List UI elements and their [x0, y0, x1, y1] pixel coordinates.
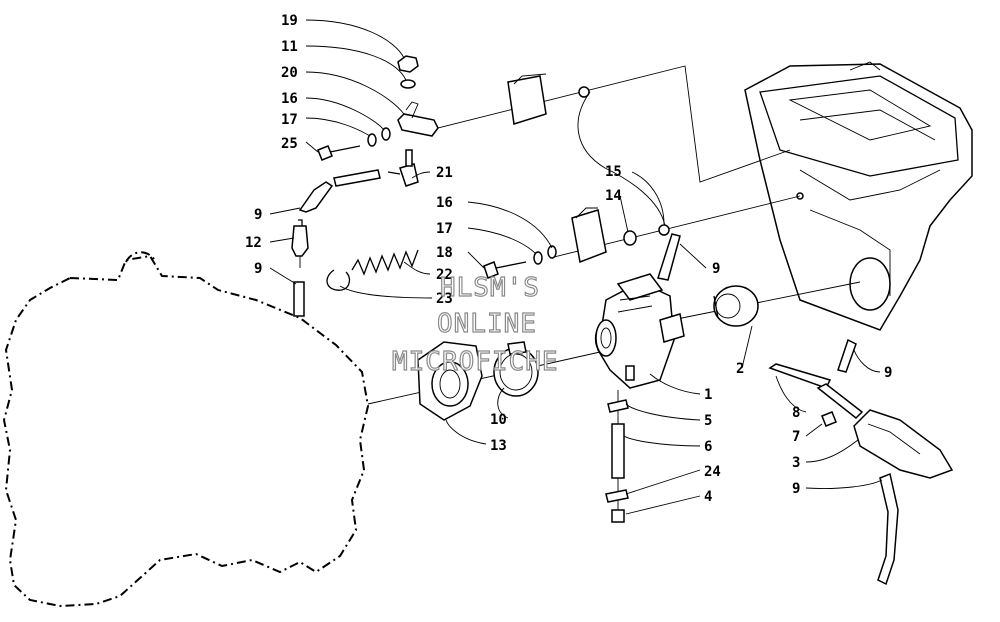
- callout-7: 7: [792, 429, 800, 445]
- watermark-line-3: MICROFICHE: [392, 347, 559, 377]
- callout-25: 25: [281, 136, 298, 152]
- callout-2: 2: [736, 361, 744, 377]
- mount-blocks: [483, 73, 670, 279]
- callout-10: 10: [490, 412, 507, 428]
- callout-17: 17: [281, 112, 298, 128]
- callout-12: 12: [245, 235, 262, 251]
- callout-9-right-top: 9: [884, 365, 892, 381]
- watermark-line-2: ONLINE: [437, 309, 537, 339]
- callout-21: 21: [436, 165, 453, 181]
- watermark: HLSM'S ONLINE MICROFICHE: [391, 272, 559, 377]
- callout-20: 20: [281, 65, 298, 81]
- callout-22: 22: [436, 267, 453, 283]
- callout-18: 18: [436, 245, 453, 261]
- callout-9-carb-hose: 9: [712, 261, 720, 277]
- callout-8: 8: [792, 405, 800, 421]
- callout-9-right-bottom: 9: [792, 481, 800, 497]
- watermark-line-1: HLSM'S: [440, 273, 540, 303]
- callout-13: 13: [490, 438, 507, 454]
- callout-4: 4: [704, 489, 712, 505]
- vacuum-cap: [713, 285, 759, 327]
- callout-6: 6: [704, 439, 712, 455]
- engine-outline: [2, 251, 370, 608]
- airbox: [744, 61, 973, 331]
- callout-23: 23: [436, 291, 453, 307]
- callout-5: 5: [704, 413, 712, 429]
- callout-24: 24: [704, 464, 721, 480]
- silencer-parts: [768, 338, 954, 586]
- hose-clamp: [493, 341, 539, 397]
- callout-15: 15: [605, 164, 622, 180]
- callout-16b: 16: [436, 195, 453, 211]
- callout-11: 11: [281, 39, 298, 55]
- callout-labels: 19 11 20 16 17 25 21 9 12 9 15 14 16 17 …: [245, 13, 892, 505]
- callout-14: 14: [605, 188, 622, 204]
- callout-19: 19: [281, 13, 298, 29]
- carburetor: [594, 233, 685, 389]
- fuel-valve-assembly: [291, 55, 439, 317]
- callout-1: 1: [704, 387, 712, 403]
- leader-lines: [269, 19, 883, 515]
- drain-tube: [605, 399, 629, 523]
- callout-9-hose-top: 9: [254, 207, 262, 223]
- callout-17b: 17: [436, 221, 453, 237]
- intake-flange: [417, 341, 483, 421]
- callout-16: 16: [281, 91, 298, 107]
- callout-3: 3: [792, 455, 800, 471]
- callout-9-hose-short: 9: [254, 261, 262, 277]
